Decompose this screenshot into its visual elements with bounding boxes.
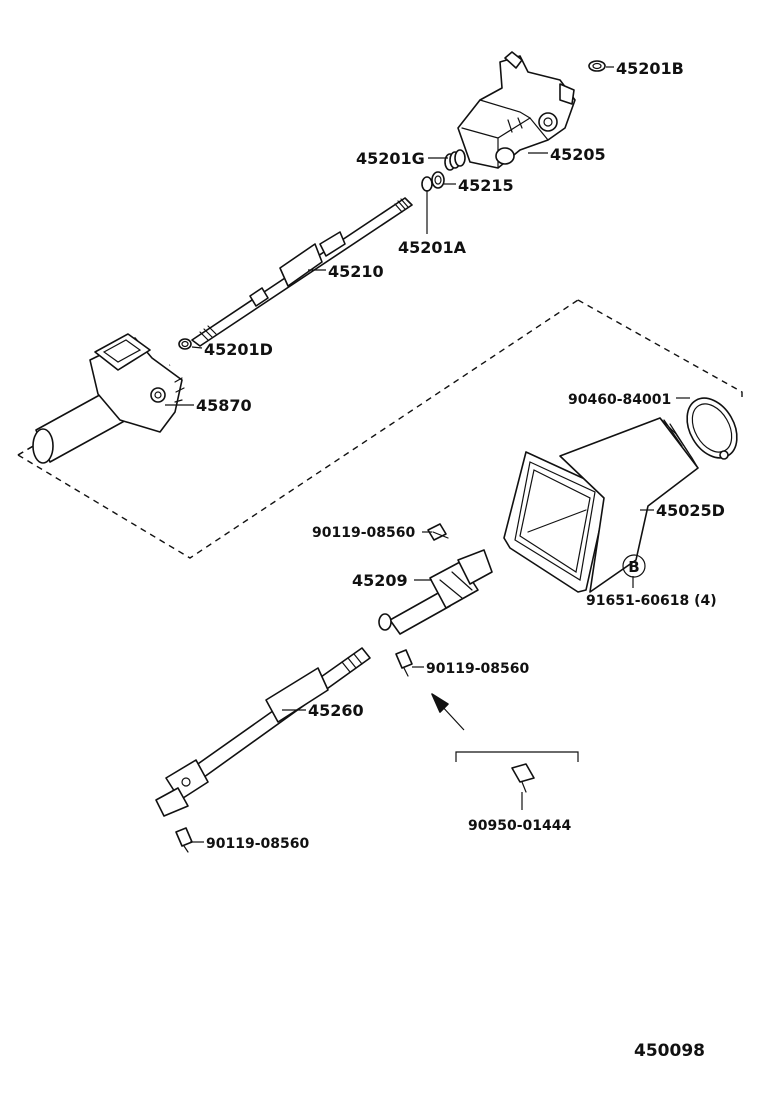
ring-45201A[interactable] [421, 176, 433, 192]
ring-45201D[interactable] [178, 338, 192, 350]
label-90460-84001: 90460-84001 [568, 392, 671, 408]
bearing-45215[interactable] [431, 171, 445, 189]
label-45215: 45215 [458, 176, 514, 195]
label-90950-01444: 90950-01444 [468, 818, 571, 834]
spring-45201G[interactable] [444, 149, 466, 171]
bolt-90119-upper[interactable] [427, 523, 449, 541]
label-45201A: 45201A [398, 238, 467, 257]
direction-arrow [431, 693, 465, 731]
universal-joint-45209[interactable] [378, 549, 493, 635]
label-45201G: 45201G [356, 149, 425, 168]
label-90119-08560-lower: 90119-08560 [206, 836, 309, 852]
main-shaft-45210[interactable] [191, 197, 413, 347]
bolt-90950[interactable] [511, 763, 535, 793]
label-45870: 45870 [196, 396, 252, 415]
clip-ring-45201B[interactable] [588, 60, 606, 72]
diagram-code: 450098 [634, 1041, 705, 1061]
label-45209: 45209 [352, 571, 408, 590]
label-45260: 45260 [308, 701, 364, 720]
label-90119-08560-upper: 90119-08560 [312, 525, 415, 541]
leader-lines [165, 66, 690, 843]
label-45205: 45205 [550, 145, 606, 164]
boot-45025D[interactable] [503, 417, 699, 593]
bracket-90950 [455, 751, 579, 762]
intermediate-shaft-45260[interactable] [155, 647, 371, 817]
label-45201B: 45201B [616, 59, 684, 78]
clamp-band-90460[interactable] [677, 389, 747, 466]
bolt-90119-lower[interactable] [175, 827, 193, 853]
callout-letter: B [628, 558, 639, 576]
label-91651-60618: 91651-60618 (4) [586, 593, 717, 609]
bolt-90119-middle[interactable] [395, 649, 413, 677]
callout-circle-b: B [622, 554, 646, 578]
label-45210: 45210 [328, 262, 384, 281]
label-45025D: 45025D [656, 501, 725, 520]
label-45201D: 45201D [204, 340, 273, 359]
upper-housing-45205[interactable] [457, 51, 576, 169]
column-tube-45870[interactable] [32, 333, 185, 464]
label-90119-08560-middle: 90119-08560 [426, 661, 529, 677]
